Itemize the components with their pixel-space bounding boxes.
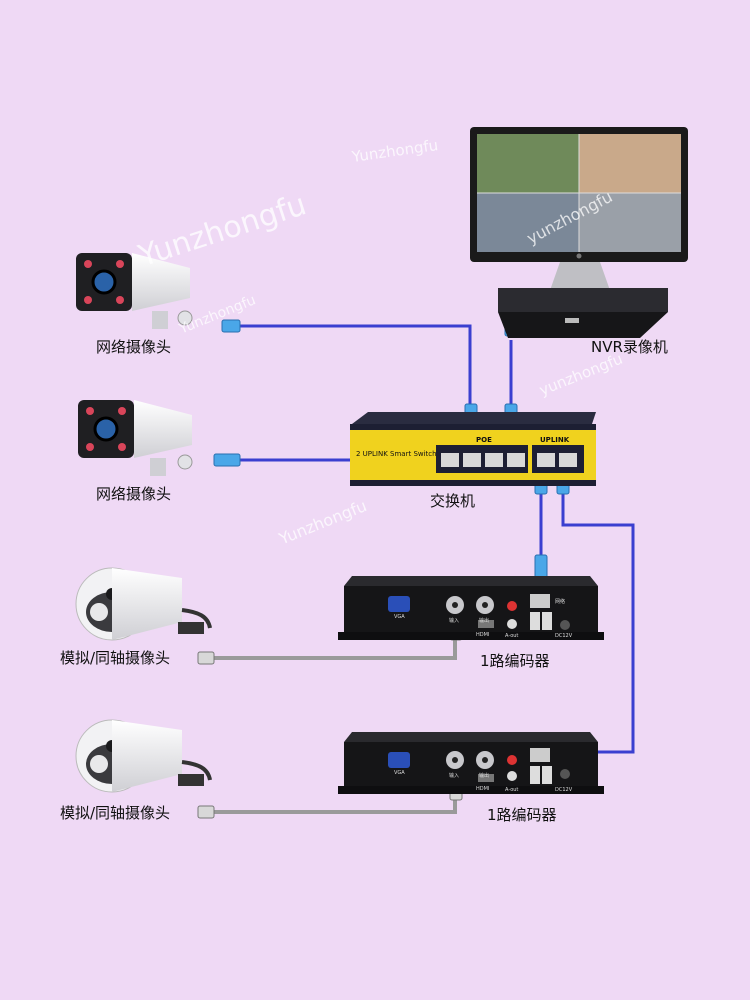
ip-camera-2 [78,400,193,476]
enc2-input: 输入 [449,772,459,779]
cable-ipcam1-switch [240,324,472,418]
enc1-aout: A-out [505,633,518,639]
label-analog-camera-2: 模拟/同轴摄像头 [60,804,171,822]
encoder-1: VGA 输入 输出 HDMI A-out 网络 DC12V [338,576,604,640]
analog-camera-2 [75,719,212,793]
bnc-plug [197,651,215,665]
enc2-hdmi: HDMI [476,786,489,792]
label-switch: 交换机 [430,492,476,510]
cable-switch-encoder2 [561,490,635,754]
rj45-plug [221,319,241,333]
enc2-aout: A-out [505,787,518,793]
monitor-stand [548,262,612,296]
analog-camera-1 [75,567,212,641]
switch-model-text: 2 UPLINK Smart Switch [356,450,437,458]
label-ip-camera-2: 网络摄像头 [96,485,172,503]
rj45-plug [213,453,241,467]
enc1-hdmi: HDMI [476,632,489,638]
enc1-vga: VGA [394,614,405,620]
bnc-plug [197,805,215,819]
label-encoder-2: 1路编码器 [487,806,557,824]
enc1-dc: DC12V [555,633,573,639]
switch-poe-label: POE [476,436,492,444]
rj45-connectors [213,309,595,759]
label-ip-camera-1: 网络摄像头 [96,338,172,356]
poe-switch: 2 UPLINK Smart Switch POE UPLINK [350,412,596,486]
ip-camera-1 [76,253,193,329]
label-nvr: NVR录像机 [591,338,668,356]
nvr-device [498,288,668,338]
apple-logo-icon [576,253,582,259]
enc1-input: 输入 [449,617,459,624]
monitor [470,127,688,296]
switch-uplink-label: UPLINK [540,436,570,444]
label-analog-camera-1: 模拟/同轴摄像头 [60,649,171,667]
enc1-output: 输出 [479,617,489,624]
label-encoder-1: 1路编码器 [480,652,550,670]
encoder-2: VGA 输入 输出 HDMI A-out DC12V [338,732,604,794]
enc2-vga: VGA [394,770,405,776]
enc2-dc: DC12V [555,787,573,793]
enc1-network: 网络 [555,598,565,605]
enc2-output: 输出 [479,772,489,779]
